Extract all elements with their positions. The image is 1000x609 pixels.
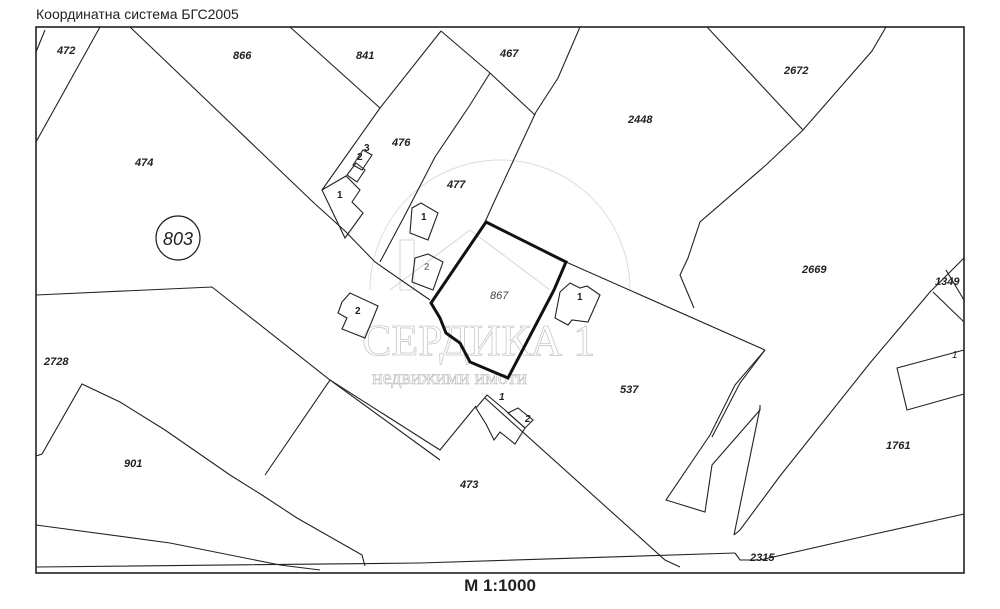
building-476-2: 2: [357, 152, 363, 163]
parcel-labels: 472 866 841 467 2672 476 2448 474 477 26…: [43, 45, 960, 564]
building-537-1: 1: [577, 292, 583, 303]
watermark-brand: СЕРДИКА 1: [362, 316, 595, 365]
parcel-537[interactable]: 537: [620, 384, 639, 396]
building-476-1: 1: [337, 190, 343, 201]
buildings: [321, 149, 601, 445]
coordinate-system-title: Координатна система БГС2005: [36, 6, 239, 22]
parcel-866[interactable]: 866: [233, 50, 252, 62]
region-marker: 803: [155, 215, 201, 261]
parcel-1761[interactable]: 1761: [886, 440, 910, 452]
building-1761-1: 1: [952, 350, 958, 361]
parcel-477[interactable]: 477: [446, 179, 466, 191]
watermark-subtitle: недвижими имоти: [372, 367, 527, 389]
region-number: 803: [163, 229, 193, 249]
building-473-2: 2: [524, 414, 531, 425]
parcel-476[interactable]: 476: [391, 137, 411, 149]
highlighted-parcel-867: [429, 220, 568, 380]
watermark: СЕРДИКА 1 недвижими имоти: [362, 159, 631, 389]
parcel-2672[interactable]: 2672: [783, 65, 808, 77]
building-477-1: 1: [421, 212, 427, 223]
parcel-867[interactable]: 867: [490, 290, 509, 302]
map-scale: M 1:1000: [464, 576, 536, 595]
building-labels: 1 2 3 1 2 2 1 1 2 1: [337, 143, 958, 425]
building-477-2: 2: [424, 262, 430, 273]
parcel-467[interactable]: 467: [499, 48, 519, 60]
parcel-1349[interactable]: 1349: [935, 276, 960, 288]
parcel-2728[interactable]: 2728: [43, 356, 69, 368]
parcel-841[interactable]: 841: [356, 50, 374, 62]
parcel-472[interactable]: 472: [56, 45, 75, 57]
parcel-474[interactable]: 474: [134, 157, 153, 169]
parcel-boundaries: [35, 26, 965, 571]
parcel-901[interactable]: 901: [124, 458, 142, 470]
building-474-2: 2: [355, 306, 361, 317]
parcel-473[interactable]: 473: [459, 479, 478, 491]
parcel-2669[interactable]: 2669: [801, 264, 827, 276]
parcel-2315[interactable]: 2315: [749, 552, 775, 564]
parcel-2448[interactable]: 2448: [627, 114, 653, 126]
building-476-3: 3: [364, 143, 370, 154]
building-473-1: 1: [499, 392, 505, 403]
